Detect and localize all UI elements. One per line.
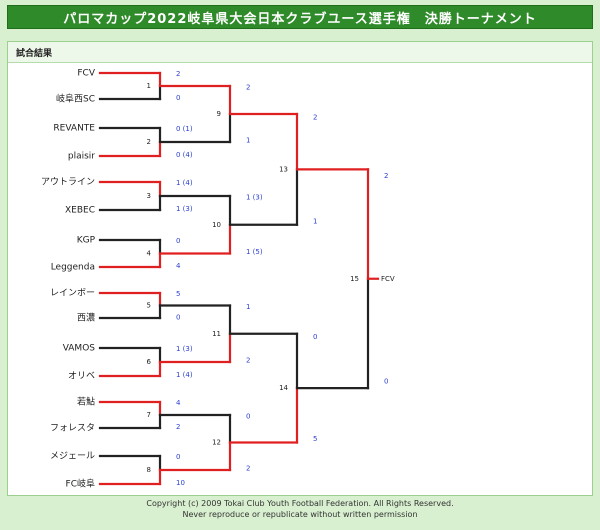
team-name: オリベ <box>68 371 95 382</box>
match-score: 10 <box>176 479 185 487</box>
match-score: 1 <box>246 303 250 311</box>
match-number: 8 <box>147 466 151 474</box>
match-score: 2 <box>246 356 250 364</box>
team-name: レインボー <box>50 288 95 299</box>
match-number: 2 <box>147 138 151 146</box>
match-score: 0 (1) <box>176 125 193 133</box>
page-title: パロマカップ2022岐阜県大会日本クラブユース選手権 決勝トーナメント <box>7 5 593 29</box>
match-number: 3 <box>147 192 151 200</box>
match-score: 1 (4) <box>176 371 193 379</box>
match-score: 5 <box>176 290 180 298</box>
match-score: 0 (4) <box>176 151 193 159</box>
match-score: 4 <box>176 399 181 407</box>
team-name: FC岐阜 <box>66 478 95 490</box>
team-name: FCV <box>77 69 95 79</box>
results-panel: 試合結果 <box>7 41 593 496</box>
team-name: plaisir <box>68 152 95 162</box>
match-score: 2 <box>176 423 180 431</box>
match-score: 1 (3) <box>176 345 193 353</box>
match-number: 1 <box>147 82 151 90</box>
match-score: 2 <box>313 113 317 121</box>
team-name: KGP <box>77 236 96 246</box>
team-name: フォレスタ <box>50 423 95 434</box>
match-number: 11 <box>212 330 221 338</box>
copyright-text: Copyright (c) 2009 Tokai Club Youth Foot… <box>146 499 454 508</box>
footer: Copyright (c) 2009 Tokai Club Youth Foot… <box>0 498 600 520</box>
match-score: 0 <box>176 237 180 245</box>
match-number: 14 <box>279 384 288 392</box>
match-score: 2 <box>246 84 250 92</box>
match-score: 0 <box>176 313 180 321</box>
match-number: 9 <box>217 110 221 118</box>
team-name: 西濃 <box>77 312 95 324</box>
match-number: 5 <box>147 302 151 310</box>
match-number: 13 <box>279 165 288 173</box>
team-name: VAMOS <box>63 344 96 354</box>
team-name: アウトライン <box>41 177 95 188</box>
match-score: 1 <box>313 217 317 225</box>
match-score: 1 (5) <box>246 248 263 256</box>
match-score: 1 <box>246 136 250 144</box>
match-score: 5 <box>313 435 317 443</box>
team-name: 若鮎 <box>77 396 95 408</box>
match-number: 10 <box>212 221 221 229</box>
match-score: 2 <box>384 172 388 180</box>
match-number: 6 <box>147 358 152 366</box>
match-score: 1 (4) <box>176 179 193 187</box>
match-score: 2 <box>176 70 180 78</box>
match-score: 0 <box>176 453 180 461</box>
panel-header: 試合結果 <box>8 42 592 63</box>
match-score: 0 <box>176 94 180 102</box>
champion-name: FCV <box>381 275 395 283</box>
match-score: 1 (3) <box>176 205 193 213</box>
panel-title: 試合結果 <box>16 49 53 59</box>
team-name: 岐阜西SC <box>56 93 95 105</box>
match-score: 4 <box>176 262 181 270</box>
match-score: 0 <box>246 413 250 421</box>
match-score: 0 <box>313 333 317 341</box>
match-score: 1 (3) <box>246 194 263 202</box>
notice-text: Never reproduce or republicate without w… <box>182 510 418 519</box>
team-name: REVANTE <box>53 124 95 134</box>
team-name: Leggenda <box>51 263 95 273</box>
team-name: XEBEC <box>65 206 95 216</box>
match-score: 2 <box>246 464 250 472</box>
match-number: 15 <box>350 275 359 283</box>
match-number: 7 <box>147 411 151 419</box>
team-name: メジェール <box>50 452 95 462</box>
match-number: 12 <box>212 439 221 447</box>
match-number: 4 <box>147 250 152 258</box>
match-score: 0 <box>384 378 388 386</box>
